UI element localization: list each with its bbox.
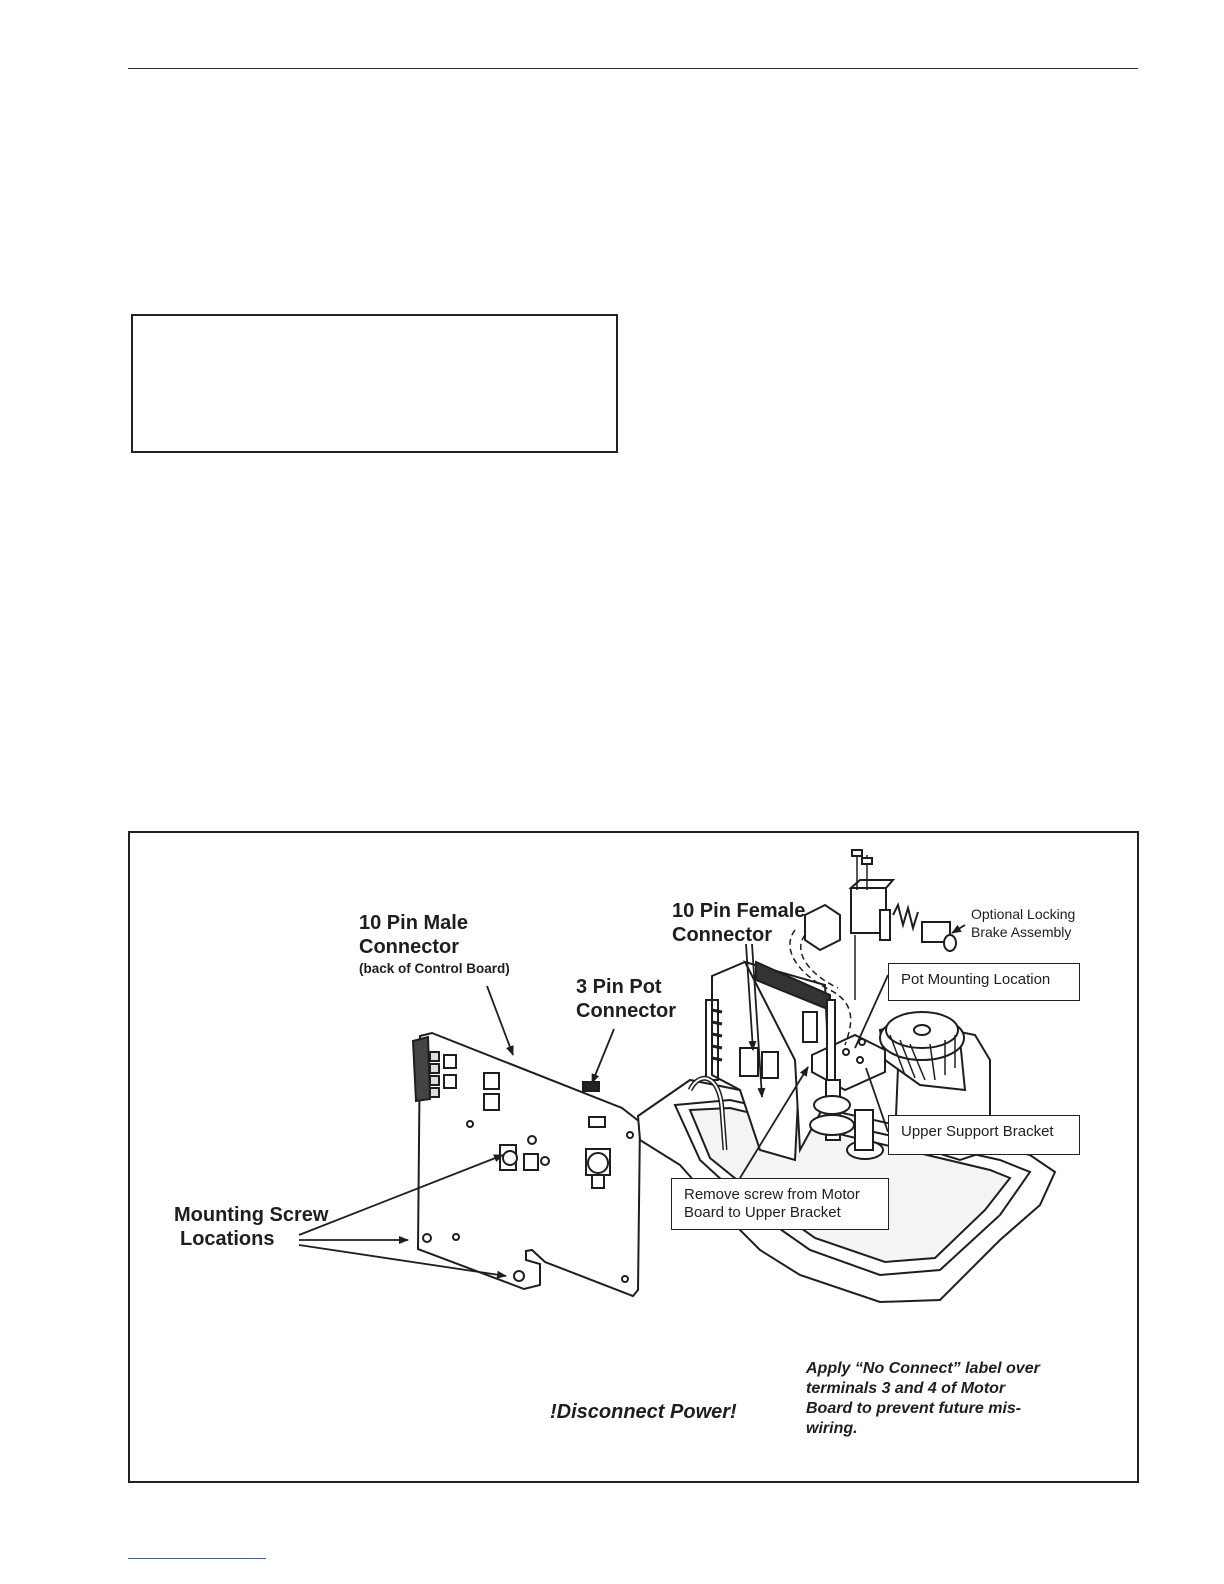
pot-connector-label-line2: Connector <box>576 1000 676 1022</box>
pot-mounting-callout: Pot Mounting Location <box>888 963 1080 1001</box>
female-connector-label-line2: Connector <box>672 924 772 946</box>
no-connect-note-line4: wiring. <box>806 1420 858 1437</box>
female-connector-label-line1: 10 Pin Female <box>672 900 806 922</box>
no-connect-note-line2: terminals 3 and 4 of Motor <box>806 1380 1006 1397</box>
figure-frame <box>128 831 1139 1483</box>
mounting-screw-label-line1: Mounting Screw <box>174 1204 329 1226</box>
male-connector-label-line1: 10 Pin Male <box>359 912 468 934</box>
mounting-screw-label-line2: Locations <box>180 1228 275 1250</box>
disconnect-power-note: !Disconnect Power! <box>550 1401 737 1423</box>
footer-link-rule <box>128 1558 266 1559</box>
remove-screw-callout: Remove screw from Motor Board to Upper B… <box>671 1178 889 1230</box>
male-connector-label-line2: Connector <box>359 936 459 958</box>
upper-support-callout: Upper Support Bracket <box>888 1115 1080 1155</box>
control-board-drawing <box>411 1031 642 1298</box>
empty-notice-box <box>131 314 618 453</box>
pot-connector-label-line1: 3 Pin Pot <box>576 976 662 998</box>
remove-screw-callout-line1: Remove screw from Motor <box>684 1186 860 1203</box>
no-connect-note-line1: Apply “No Connect” label over <box>806 1360 1040 1377</box>
remove-screw-callout-line2: Board to Upper Bracket <box>684 1204 841 1221</box>
header-rule <box>128 68 1138 69</box>
no-connect-note: Apply “No Connect” label over terminals … <box>806 1359 1040 1439</box>
no-connect-note-line3: Board to prevent future mis- <box>806 1400 1022 1417</box>
locking-brake-label-line2: Brake Assembly <box>971 924 1072 940</box>
male-connector-sublabel: (back of Control Board) <box>359 961 510 976</box>
locking-brake-label-line1: Optional Locking <box>971 906 1076 922</box>
